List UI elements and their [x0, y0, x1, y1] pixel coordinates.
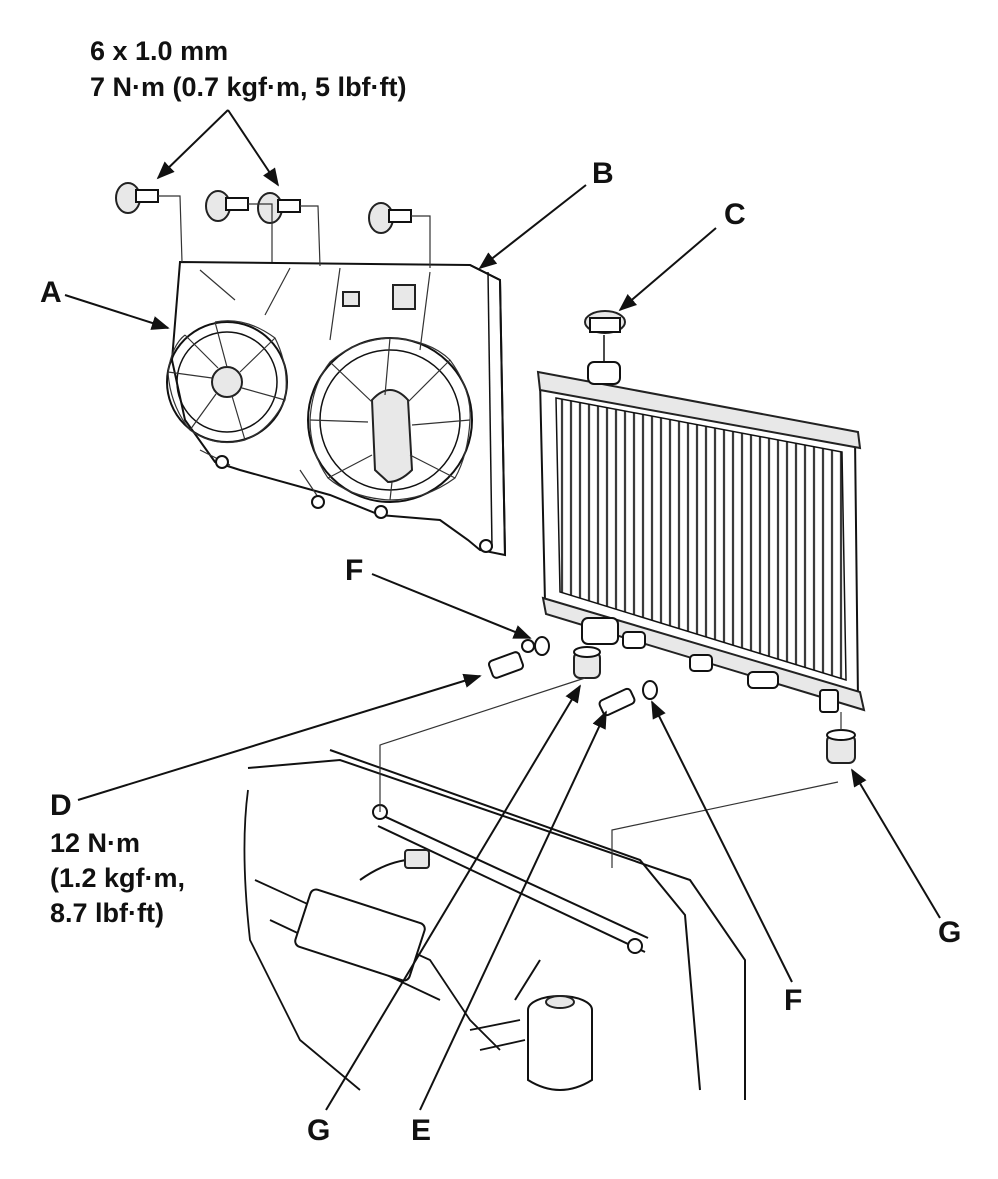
leader-a: [64, 294, 170, 330]
bolt-4: [368, 202, 412, 234]
plug-e: [598, 687, 636, 717]
drain-plug-torque-1: 12 N·m: [50, 828, 140, 858]
callout-f-upper: F: [345, 554, 363, 587]
bolt-alignment-lines: [158, 195, 431, 268]
leader-g-left: [325, 684, 581, 1111]
fan-shroud-assembly: [166, 260, 507, 557]
leader-d: [77, 673, 482, 801]
callout-d: D: [50, 789, 72, 822]
engine-compartment: [243, 677, 839, 1100]
leader-c: [618, 227, 717, 312]
left-fan: [166, 320, 288, 443]
callout-b: B: [592, 157, 614, 190]
callout-a: A: [40, 276, 62, 309]
callout-c: C: [724, 198, 746, 231]
filler-neck: [587, 335, 621, 385]
radiator: [536, 335, 866, 713]
right-fan: [307, 337, 473, 503]
leader-f-lower: [651, 700, 793, 983]
fastener-torque-label: 7 N·m (0.7 kgf·m, 5 lbf·ft): [90, 72, 407, 102]
bolt-1: [115, 182, 159, 214]
shroud-bolts: [115, 182, 412, 234]
leader-b: [478, 184, 587, 270]
callout-g-right: G: [938, 916, 961, 949]
radiator-outlets: [581, 617, 839, 713]
callout-e: E: [411, 1114, 431, 1147]
bolt-2: [205, 190, 249, 222]
o-ring-f-upper: [534, 636, 550, 656]
fastener-size-label: 6 x 1.0 mm: [90, 36, 228, 66]
callout-f-lower: F: [784, 984, 802, 1017]
mount-cushion-g-left: [573, 646, 601, 679]
leader-g-right: [851, 768, 941, 919]
o-ring-f-lower: [642, 680, 658, 700]
callout-g-left: G: [307, 1114, 330, 1147]
leader-lines: [64, 184, 941, 1111]
leader-f-upper: [371, 573, 532, 639]
leader-e: [419, 710, 607, 1111]
drain-plug-torque-2: (1.2 kgf·m,: [50, 863, 185, 893]
bolt-3: [257, 192, 301, 224]
radiator-cap: [584, 310, 626, 334]
mount-cushion-g-right: [826, 712, 856, 764]
drain-plug-torque-3: 8.7 lbf·ft): [50, 898, 164, 928]
drain-plug-d: [488, 639, 535, 679]
bolt-spec-arrows: [156, 109, 279, 187]
